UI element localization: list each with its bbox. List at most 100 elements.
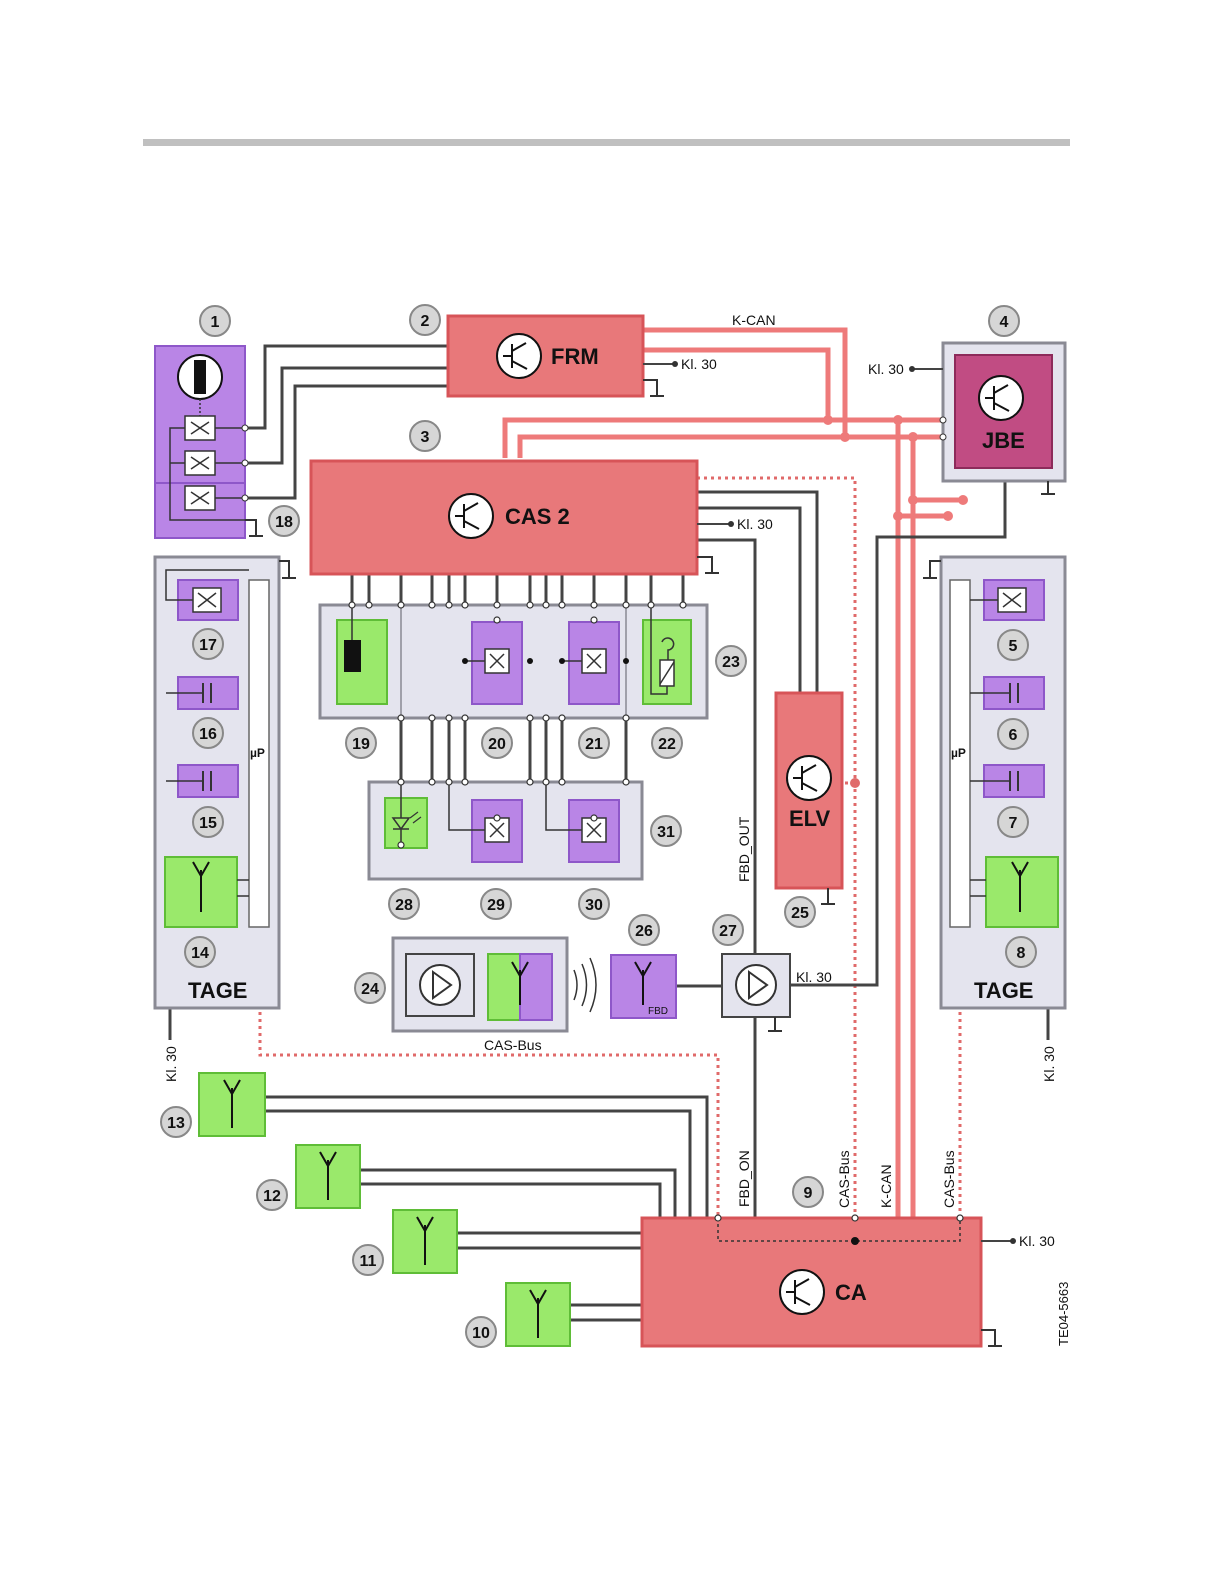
badge-10-text: 10 (472, 1325, 490, 1342)
right-tage-kl30-label: Kl. 30 (1041, 1046, 1057, 1082)
badge-29: 29 (481, 889, 511, 919)
badge-10: 10 (466, 1317, 496, 1347)
header-rule (143, 139, 1070, 146)
fbd-out-label: FBD_OUT (736, 816, 752, 882)
badge-19-text: 19 (352, 736, 370, 753)
badge-15: 15 (193, 807, 223, 837)
badge-13: 13 (161, 1107, 191, 1137)
antenna-11 (393, 1210, 457, 1273)
badge-21: 21 (579, 728, 609, 758)
left-tage-label: TAGE (188, 978, 247, 1003)
badge-17: 17 (193, 629, 223, 659)
badge-20: 20 (482, 728, 512, 758)
badge-29-text: 29 (487, 897, 505, 914)
cas-bus-ca-label-1: CAS-Bus (836, 1150, 852, 1208)
badge-17-text: 17 (199, 637, 217, 654)
k-can-ca-label: K-CAN (878, 1164, 894, 1208)
badge-31: 31 (651, 816, 681, 846)
ignition-switch (155, 346, 263, 538)
cas-bus-receiver-label: CAS-Bus (484, 1037, 542, 1053)
badge-19: 19 (346, 728, 376, 758)
k-can-top-label: K-CAN (732, 312, 776, 328)
amplifier-kl30-label: Kl. 30 (796, 969, 832, 985)
badge-24: 24 (355, 973, 385, 1003)
ca-label: CA (835, 1280, 867, 1305)
badge-25-text: 25 (791, 905, 809, 922)
cas2-kl30-label: Kl. 30 (737, 516, 773, 532)
badge-24-text: 24 (361, 981, 379, 998)
frm-label: FRM (551, 344, 599, 369)
badge-7-text: 7 (1009, 815, 1018, 832)
left-mu-p-label: µP (250, 746, 265, 760)
badge-8-text: 8 (1017, 945, 1026, 962)
antenna-13 (199, 1073, 265, 1136)
badge-27-text: 27 (719, 923, 737, 940)
badge-7: 7 (998, 807, 1028, 837)
badge-14: 14 (185, 937, 215, 967)
fbd-on-label: FBD_ON (736, 1150, 752, 1207)
jbe-kl30-label: Kl. 30 (868, 361, 904, 377)
badge-30-text: 30 (585, 897, 603, 914)
badge-27: 27 (713, 915, 743, 945)
badge-1: 1 (200, 306, 230, 336)
left-tage-kl30-label: Kl. 30 (163, 1046, 179, 1082)
panel-23 (320, 602, 707, 721)
badge-5-text: 5 (1009, 638, 1018, 655)
badge-14-text: 14 (191, 945, 209, 962)
badge-26-text: 26 (635, 923, 653, 940)
badge-15-text: 15 (199, 815, 217, 832)
door-handle-right: µP TAGE (923, 557, 1065, 1008)
badge-11: 11 (353, 1245, 383, 1275)
antenna-10 (506, 1283, 570, 1346)
frm-kl30-label: Kl. 30 (681, 356, 717, 372)
panel-31 (369, 779, 642, 879)
badge-26: 26 (629, 915, 659, 945)
badge-28: 28 (389, 889, 419, 919)
badge-6: 6 (998, 719, 1028, 749)
badge-8: 8 (1006, 937, 1036, 967)
cas2-label: CAS 2 (505, 504, 570, 529)
badge-9-text: 9 (804, 1185, 813, 1202)
fbd-label: FBD (648, 1006, 668, 1017)
badge-12: 12 (257, 1180, 287, 1210)
fbd-antenna-26: FBD (611, 955, 676, 1018)
badge-20-text: 20 (488, 736, 506, 753)
elv-module: ELV (776, 693, 842, 904)
badge-2: 2 (410, 305, 440, 335)
badge-28-text: 28 (395, 897, 413, 914)
badge-25: 25 (785, 897, 815, 927)
badge-2-text: 2 (421, 313, 430, 330)
elv-label: ELV (789, 806, 830, 831)
badge-16: 16 (193, 718, 223, 748)
jbe-label: JBE (982, 428, 1025, 453)
badge-16-text: 16 (199, 726, 217, 743)
figure-id: TE04-5663 (1056, 1282, 1071, 1346)
badge-13-text: 13 (167, 1115, 185, 1132)
badge-22-text: 22 (658, 736, 676, 753)
badge-21-text: 21 (585, 736, 603, 753)
badge-4: 4 (989, 306, 1019, 336)
badge-23-text: 23 (722, 654, 740, 671)
badge-5: 5 (998, 630, 1028, 660)
receiver-24 (393, 938, 596, 1031)
cas-bus-ca-label-2: CAS-Bus (941, 1150, 957, 1208)
badge-18: 18 (269, 506, 299, 536)
badge-31-text: 31 (657, 824, 675, 841)
badge-6-text: 6 (1009, 727, 1018, 744)
right-tage-label: TAGE (974, 978, 1033, 1003)
elv-bus-junction (850, 778, 860, 788)
badge-23: 23 (716, 646, 746, 676)
badge-1-text: 1 (211, 314, 220, 331)
door-handle-left: µP TAGE (155, 557, 296, 1008)
badge-22: 22 (652, 728, 682, 758)
badge-18-text: 18 (275, 514, 293, 531)
badge-4-text: 4 (1000, 314, 1009, 331)
badge-30: 30 (579, 889, 609, 919)
cas2-module: CAS 2 Kl. 30 (311, 461, 773, 574)
antenna-12 (296, 1145, 360, 1208)
badge-12-text: 12 (263, 1188, 281, 1205)
badge-3: 3 (410, 421, 440, 451)
ca-kl30-label: Kl. 30 (1019, 1233, 1055, 1249)
badge-11-text: 11 (360, 1253, 377, 1270)
